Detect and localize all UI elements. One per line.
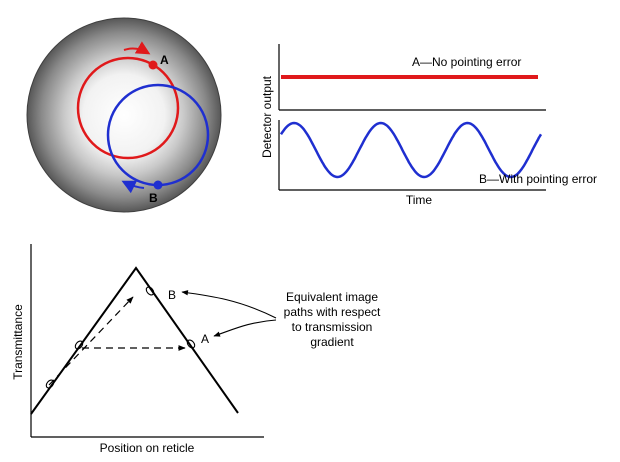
path-a-direction-arrow	[123, 41, 151, 55]
path-b-direction-arrow	[121, 180, 145, 194]
reticle-disc	[26, 17, 222, 213]
point-a-label: A	[160, 53, 169, 67]
image-spot-a	[186, 339, 196, 349]
annotation-line-3: to transmission	[292, 320, 373, 334]
trace-b-label: B—With pointing error	[479, 172, 597, 186]
detector-x-axis-label: Time	[406, 193, 433, 207]
image-spot-start-diagonal	[45, 379, 55, 389]
annotation-arrow-to-a	[213, 319, 277, 337]
annotation-line-2: paths with respect	[284, 305, 381, 319]
point-b-dot	[153, 180, 163, 190]
transmission-gradient-profile	[30, 266, 239, 415]
transmittance-point-a-label: A	[201, 332, 209, 346]
image-spot-b	[145, 286, 155, 296]
trace-a-label: A—No pointing error	[412, 55, 521, 69]
transmittance-x-axis-label: Position on reticle	[100, 441, 195, 455]
image-path-dashed-diagonal	[48, 296, 134, 386]
detector-output-chart: Detector output Time A—No pointing error…	[260, 44, 597, 207]
path-a-circle	[76, 56, 180, 160]
point-a-dot	[148, 60, 158, 70]
transmittance-chart: B A Equivalent image paths with respect …	[11, 244, 381, 455]
reticle-diagram: A B	[26, 17, 222, 213]
image-spot-start-horizontal	[74, 340, 84, 350]
point-b-label: B	[149, 191, 158, 205]
detector-y-axis-label: Detector output	[260, 75, 274, 158]
annotation-arrow-to-b	[181, 290, 277, 319]
annotation-line-4: gradient	[310, 335, 354, 349]
trace-b-with-pointing-error	[279, 121, 543, 179]
annotation-line-1: Equivalent image	[286, 290, 378, 304]
transmittance-y-axis-label: Transmittance	[11, 304, 25, 380]
transmittance-point-b-label: B	[168, 288, 176, 302]
